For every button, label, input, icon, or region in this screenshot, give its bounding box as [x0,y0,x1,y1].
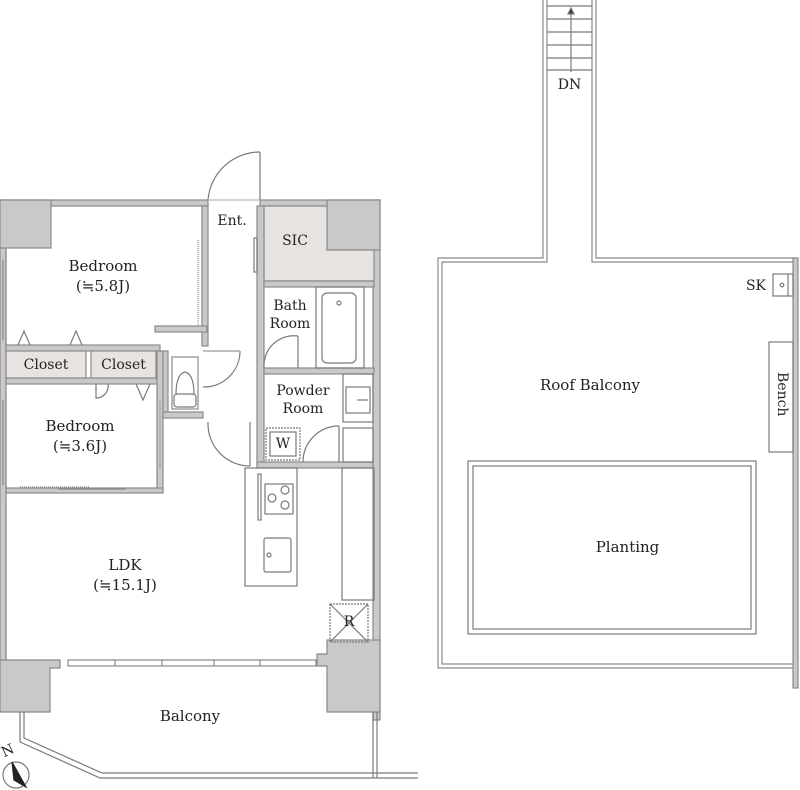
balcony-rail [19,712,418,779]
bedroom2-label: Bedroom (≒3.6J) [25,416,135,456]
room-size: (≒15.1J) [93,576,157,594]
corridor-doors [202,350,251,467]
washer-label: W [275,436,291,452]
closet1-label: Closet [23,357,69,373]
planting-bed [467,460,757,635]
closets [5,329,157,402]
toilet [171,356,199,410]
roof-walls [437,0,799,689]
planting-label: Planting [595,538,660,556]
room-name: LDK [108,556,142,574]
ldk-label: LDK (≒15.1J) [70,555,180,595]
bedroom1-label: Bedroom (≒5.8J) [48,256,158,296]
label-line: Bath [273,298,307,314]
refrigerator-label: R [343,614,355,630]
windows [2,240,317,667]
sic-label: SIC [282,233,308,249]
bench-label: Bench [774,372,790,417]
room-size: (≒3.6J) [52,437,108,455]
sink-fixture [772,273,794,297]
powder-room-fixtures [265,373,374,463]
compass-icon [2,761,30,789]
label-line: Room [282,401,324,417]
roof-balcony-label: Roof Balcony [539,376,640,394]
sink-label: SK [745,278,767,294]
kitchen [244,467,375,643]
entrance-label: Ent. [217,213,247,229]
room-name: Bedroom [45,417,115,435]
entrance-door [207,151,261,273]
bathtub [263,286,365,369]
stairs [547,5,592,72]
room-size: (≒5.8J) [75,277,131,295]
room-name: Bedroom [68,257,138,275]
label-line: Room [269,316,311,332]
bench [768,341,794,453]
balcony-label: Balcony [159,707,221,725]
powder-room-label: Powder Room [264,382,342,418]
bath-room-label: Bath Room [264,297,316,333]
stairs-down-label: DN [557,77,582,93]
closet2-label: Closet [101,357,146,373]
label-line: Powder [276,383,330,399]
